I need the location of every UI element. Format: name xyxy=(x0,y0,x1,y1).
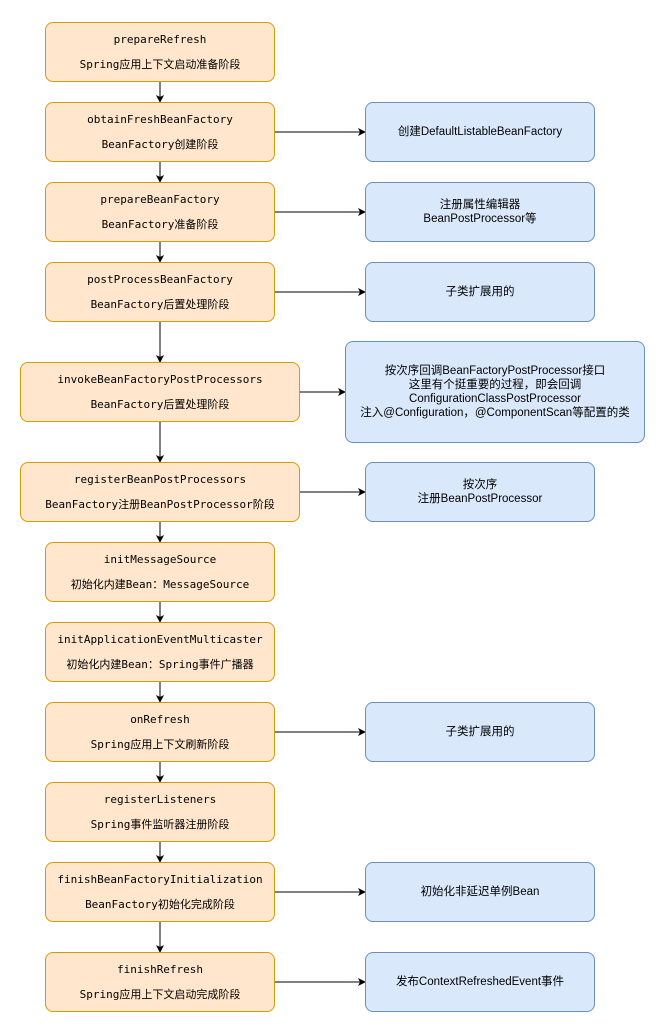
step-description: Spring事件监听器注册阶段 xyxy=(90,817,230,831)
step-description: Spring应用上下文刷新阶段 xyxy=(90,737,230,751)
note-line: 发布ContextRefreshedEvent事件 xyxy=(395,976,565,988)
note-line: 注册BeanPostProcessor xyxy=(417,493,543,505)
step-box-initMessageSource: initMessageSource 初始化内建Bean：MessageSource xyxy=(45,542,275,602)
step-description: 初始化内建Bean：Spring事件广播器 xyxy=(66,657,254,671)
step-name: obtainFreshBeanFactory xyxy=(87,112,233,126)
step-description: 初始化内建Bean：MessageSource xyxy=(70,577,250,591)
note-line: ConfigurationClassPostProcessor xyxy=(409,393,581,405)
step-box-initApplicationEventMulticaster: initApplicationEventMulticaster 初始化内建Bean… xyxy=(45,622,275,682)
note-box-obtainFreshBeanFactory: 创建DefaultListableBeanFactory xyxy=(365,102,595,162)
step-name: prepareBeanFactory xyxy=(100,192,220,206)
step-name: finishRefresh xyxy=(116,962,204,976)
note-line: 初始化非延迟单例Bean xyxy=(420,886,540,898)
step-description: BeanFactory准备阶段 xyxy=(101,217,219,231)
step-name: registerBeanPostProcessors xyxy=(73,472,247,486)
step-description: Spring应用上下文启动准备阶段 xyxy=(79,57,241,71)
note-line: BeanPostProcessor等 xyxy=(423,213,537,225)
step-name: onRefresh xyxy=(130,712,190,726)
note-line: 注入@Configuration，@ComponentScan等配置的类 xyxy=(360,407,630,419)
step-name: finishBeanFactoryInitialization xyxy=(57,872,263,886)
step-description: BeanFactory注册BeanPostProcessor阶段 xyxy=(45,497,275,511)
step-name: registerListeners xyxy=(103,792,217,806)
step-description: BeanFactory创建阶段 xyxy=(101,137,219,151)
note-line: 按次序 xyxy=(462,479,498,491)
note-line: 这里有个挺重要的过程，即会回调 xyxy=(408,379,582,391)
note-line: 创建DefaultListableBeanFactory xyxy=(397,126,563,138)
step-name: postProcessBeanFactory xyxy=(87,272,233,286)
step-name: initApplicationEventMulticaster xyxy=(57,632,263,646)
note-box-finishBeanFactoryInitialization: 初始化非延迟单例Bean xyxy=(365,862,595,922)
step-description: Spring应用上下文启动完成阶段 xyxy=(79,987,241,1001)
step-description: BeanFactory后置处理阶段 xyxy=(90,397,230,411)
note-box-prepareBeanFactory: 注册属性编辑器 BeanPostProcessor等 xyxy=(365,182,595,242)
note-box-postProcessBeanFactory: 子类扩展用的 xyxy=(365,262,595,322)
step-description: BeanFactory后置处理阶段 xyxy=(90,297,230,311)
step-name: initMessageSource xyxy=(103,552,217,566)
note-line: 子类扩展用的 xyxy=(445,286,515,298)
note-line: 按次序回调BeanFactoryPostProcessor接口 xyxy=(384,365,606,377)
step-name: invokeBeanFactoryPostProcessors xyxy=(57,372,263,386)
note-line: 注册属性编辑器 xyxy=(439,199,521,211)
note-line: 子类扩展用的 xyxy=(445,726,515,738)
step-name: prepareRefresh xyxy=(113,32,207,46)
note-box-invokeBeanFactoryPostProcessors: 按次序回调BeanFactoryPostProcessor接口这里有个挺重要的过… xyxy=(345,341,645,443)
note-box-onRefresh: 子类扩展用的 xyxy=(365,702,595,762)
note-box-registerBeanPostProcessors: 按次序注册BeanPostProcessor xyxy=(365,462,595,522)
step-description: BeanFactory初始化完成阶段 xyxy=(85,897,235,911)
note-box-finishRefresh: 发布ContextRefreshedEvent事件 xyxy=(365,952,595,1012)
